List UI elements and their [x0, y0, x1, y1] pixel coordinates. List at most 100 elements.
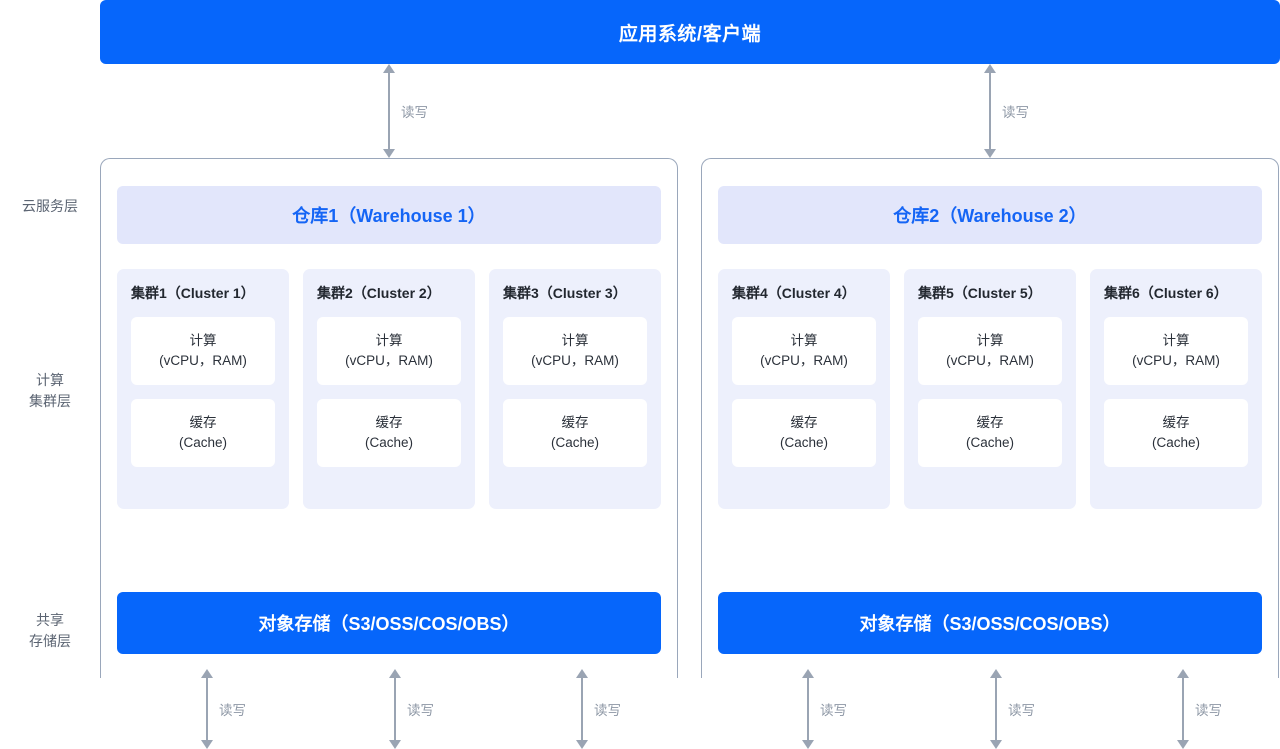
- cluster-cache-detail-1: (Cache): [178, 435, 227, 450]
- cluster-compute-detail-6: (vCPU，RAM): [1132, 353, 1220, 368]
- arrow-head-up-icon: [1177, 669, 1189, 678]
- read-write-label: 读写: [820, 703, 847, 718]
- cluster-card-2[interactable]: 集群2（Cluster 2） 计算 (vCPU，RAM) 缓存 (Cache): [303, 269, 475, 509]
- cluster-compute-detail-5: (vCPU，RAM): [946, 353, 1034, 368]
- cluster-row-1: 集群1（Cluster 1） 计算 (vCPU，RAM) 缓存 (Cache) …: [117, 269, 661, 509]
- read-write-label: 读写: [407, 703, 434, 718]
- arrow-shaft: [995, 676, 997, 742]
- arrow-head-down-icon: [576, 740, 588, 749]
- read-write-label: 读写: [1002, 105, 1029, 120]
- cluster-card-4[interactable]: 集群4（Cluster 4） 计算 (vCPU，RAM) 缓存 (Cache): [718, 269, 890, 509]
- cluster-compute-label-5: 计算: [976, 333, 1004, 348]
- read-write-arrow-cluster-2-to-storage: 读写: [389, 669, 434, 749]
- arrow-head-up-icon: [576, 669, 588, 678]
- arrow-head-down-icon: [984, 149, 996, 158]
- cluster-cache-detail-4: (Cache): [779, 435, 828, 450]
- layer-label-shared-storage-line2: 存储层: [29, 633, 71, 649]
- read-write-label: 读写: [219, 703, 246, 718]
- cluster-compute-detail-4: (vCPU，RAM): [760, 353, 848, 368]
- cluster-card-3[interactable]: 集群3（Cluster 3） 计算 (vCPU，RAM) 缓存 (Cache): [489, 269, 661, 509]
- arrow-head-down-icon: [1177, 740, 1189, 749]
- layer-label-cloud-service-line1: 云服务层: [22, 198, 78, 214]
- arrow-head-down-icon: [201, 740, 213, 749]
- arrow-shaft: [1182, 676, 1184, 742]
- cluster-title-5: 集群5（Cluster 5）: [918, 285, 1042, 301]
- cluster-compute-box-3: 计算 (vCPU，RAM): [503, 317, 647, 385]
- cluster-cache-label-5: 缓存: [976, 415, 1004, 430]
- cluster-compute-box-1: 计算 (vCPU，RAM): [131, 317, 275, 385]
- arrow-head-up-icon: [389, 669, 401, 678]
- warehouse-container-1: 仓库1（Warehouse 1） 集群1（Cluster 1） 计算 (vCPU…: [100, 158, 678, 749]
- cluster-compute-box-4: 计算 (vCPU，RAM): [732, 317, 876, 385]
- cluster-row-2: 集群4（Cluster 4） 计算 (vCPU，RAM) 缓存 (Cache) …: [718, 269, 1262, 509]
- arrow-shaft: [807, 676, 809, 742]
- arrow-shaft: [581, 676, 583, 742]
- cluster-cache-label-6: 缓存: [1162, 415, 1190, 430]
- cluster-title-6: 集群6（Cluster 6）: [1104, 285, 1228, 301]
- cluster-cache-label-2: 缓存: [375, 415, 403, 430]
- arrow-head-up-icon: [990, 669, 1002, 678]
- layer-label-shared-storage: 共享 存储层: [0, 610, 100, 652]
- cluster-card-5[interactable]: 集群5（Cluster 5） 计算 (vCPU，RAM) 缓存 (Cache): [904, 269, 1076, 509]
- read-write-arrow-app-to-warehouse-1: 读写: [383, 64, 428, 158]
- read-write-label: 读写: [1008, 703, 1035, 718]
- cluster-card-1[interactable]: 集群1（Cluster 1） 计算 (vCPU，RAM) 缓存 (Cache): [117, 269, 289, 509]
- warehouse-header-2: 仓库2（Warehouse 2）: [718, 186, 1262, 244]
- layer-label-compute-cluster-line2: 集群层: [29, 393, 71, 409]
- cluster-compute-box-6: 计算 (vCPU，RAM): [1104, 317, 1248, 385]
- arrow-head-down-icon: [389, 740, 401, 749]
- object-storage-title-2: 对象存储（S3/OSS/COS/OBS）: [859, 614, 1121, 634]
- cluster-compute-label-4: 计算: [790, 333, 818, 348]
- cluster-compute-detail-3: (vCPU，RAM): [531, 353, 619, 368]
- layer-label-shared-storage-line1: 共享: [36, 612, 64, 628]
- arrow-head-up-icon: [802, 669, 814, 678]
- warehouse-title-1: 仓库1（Warehouse 1）: [292, 206, 486, 226]
- arrow-head-down-icon: [383, 149, 395, 158]
- arrow-head-down-icon: [990, 740, 1002, 749]
- cluster-card-6[interactable]: 集群6（Cluster 6） 计算 (vCPU，RAM) 缓存 (Cache): [1090, 269, 1262, 509]
- object-storage-bar-2: 对象存储（S3/OSS/COS/OBS）: [718, 592, 1262, 654]
- application-system-title: 应用系统/客户端: [618, 23, 762, 45]
- cluster-title-1: 集群1（Cluster 1）: [131, 285, 255, 301]
- read-write-label: 读写: [594, 703, 621, 718]
- cluster-cache-detail-3: (Cache): [550, 435, 599, 450]
- cluster-cache-box-6: 缓存 (Cache): [1104, 399, 1248, 467]
- read-write-arrow-app-to-warehouse-2: 读写: [984, 64, 1029, 158]
- cluster-cache-detail-6: (Cache): [1151, 435, 1200, 450]
- arrow-shaft: [388, 71, 390, 151]
- cluster-compute-label-1: 计算: [189, 333, 217, 348]
- object-storage-title-1: 对象存储（S3/OSS/COS/OBS）: [258, 614, 520, 634]
- application-system-bar: 应用系统/客户端: [100, 0, 1280, 64]
- read-write-arrow-cluster-6-to-storage: 读写: [1177, 669, 1222, 749]
- cluster-cache-box-5: 缓存 (Cache): [918, 399, 1062, 467]
- warehouse-container-2: 仓库2（Warehouse 2） 集群4（Cluster 4） 计算 (vCPU…: [701, 158, 1279, 749]
- cluster-compute-label-3: 计算: [561, 333, 589, 348]
- read-write-arrow-cluster-5-to-storage: 读写: [990, 669, 1035, 749]
- layer-label-cloud-service: 云服务层: [0, 196, 100, 217]
- cluster-cache-box-4: 缓存 (Cache): [732, 399, 876, 467]
- cluster-compute-label-2: 计算: [375, 333, 403, 348]
- arrow-head-up-icon: [201, 669, 213, 678]
- arrow-head-down-icon: [802, 740, 814, 749]
- arrow-shaft: [206, 676, 208, 742]
- cluster-title-4: 集群4（Cluster 4）: [732, 285, 856, 301]
- read-write-arrow-cluster-3-to-storage: 读写: [576, 669, 621, 749]
- cluster-compute-detail-2: (vCPU，RAM): [345, 353, 433, 368]
- read-write-label: 读写: [1195, 703, 1222, 718]
- cluster-cache-label-3: 缓存: [561, 415, 589, 430]
- read-write-arrow-cluster-1-to-storage: 读写: [201, 669, 246, 749]
- layer-label-compute-cluster: 计算 集群层: [0, 370, 100, 412]
- cluster-cache-box-3: 缓存 (Cache): [503, 399, 647, 467]
- warehouse-title-2: 仓库2（Warehouse 2）: [893, 206, 1087, 226]
- arrow-head-up-icon: [383, 64, 395, 73]
- cluster-title-2: 集群2（Cluster 2）: [317, 285, 441, 301]
- cluster-cache-detail-5: (Cache): [965, 435, 1014, 450]
- cluster-compute-detail-1: (vCPU，RAM): [159, 353, 247, 368]
- cluster-cache-detail-2: (Cache): [364, 435, 413, 450]
- cluster-cache-label-1: 缓存: [189, 415, 217, 430]
- arrow-head-up-icon: [984, 64, 996, 73]
- cluster-cache-box-1: 缓存 (Cache): [131, 399, 275, 467]
- warehouse-header-1: 仓库1（Warehouse 1）: [117, 186, 661, 244]
- read-write-arrow-cluster-4-to-storage: 读写: [802, 669, 847, 749]
- arrow-shaft: [989, 71, 991, 151]
